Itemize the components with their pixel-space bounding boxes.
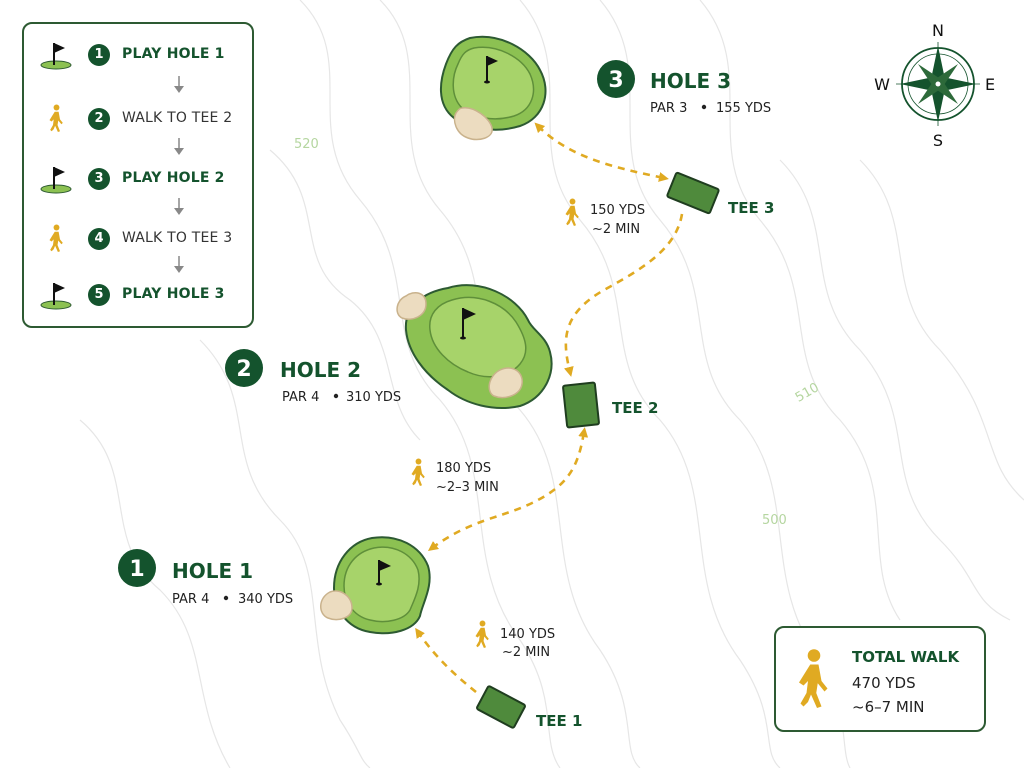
tee-1-box: [476, 685, 526, 729]
route-step-1: 1 PLAY HOLE 1: [24, 40, 254, 70]
chevron-down-icon: [174, 198, 184, 215]
step-number-badge: 5: [88, 284, 110, 306]
tee-2-box: [562, 381, 600, 429]
step-number-badge: 1: [88, 44, 110, 66]
compass-north: N: [932, 21, 944, 40]
walk-label-2: 180 YDS ~2–3 MIN: [411, 458, 499, 495]
path-tee1-to-hole1: [415, 627, 477, 694]
total-walk-panel: TOTAL WALK 470 YDS ~6–7 MIN: [774, 626, 986, 732]
chevron-down-icon: [174, 76, 184, 93]
contour-label-520: 520: [294, 137, 319, 152]
hole-3-par: PAR 3: [650, 101, 687, 116]
hole-3-putting-green: [452, 46, 535, 120]
flag-icon: [40, 283, 72, 310]
contour-line: [859, 159, 1024, 501]
compass-east: E: [985, 75, 995, 94]
step-label: WALK TO TEE 2: [122, 110, 233, 126]
walker-icon: [799, 649, 828, 708]
walk-label-3: 150 YDS ~2 MIN: [565, 198, 645, 237]
total-walk-time: ~6–7 MIN: [852, 698, 925, 716]
hole-2-yards: 310 YDS: [346, 390, 401, 405]
hole-2-flag-icon: [460, 308, 476, 340]
hole-1-yards: 340 YDS: [238, 592, 293, 607]
hole-1-badge: [118, 549, 156, 587]
hole-1-badge-number: 1: [129, 557, 144, 582]
hole-2-green-complex: [396, 284, 553, 410]
walk-label-1: 140 YDS ~2 MIN: [475, 620, 555, 660]
hole-3-badge: [597, 60, 635, 98]
hole-3-label: 3 HOLE 3 PAR 3 155 YDS: [597, 60, 771, 116]
hole-3-badge-number: 3: [608, 68, 623, 93]
step-label: WALK TO TEE 3: [122, 230, 233, 246]
tee-1-label: TEE 1: [536, 712, 582, 730]
walk-2-yards: 180 YDS: [436, 461, 491, 476]
hole-2-bunker-right: [488, 367, 523, 399]
walker-icon: [49, 224, 63, 252]
contour-line: [699, 0, 901, 621]
total-walk-title: TOTAL WALK: [852, 648, 960, 666]
hole-2-bunker-left: [396, 291, 427, 320]
chevron-down-icon: [174, 138, 184, 155]
contour-line: [269, 149, 421, 441]
route-step-2: 2 WALK TO TEE 2: [24, 104, 254, 134]
step-number-badge: 4: [88, 228, 110, 250]
path-tee3-to-hole3: [534, 122, 669, 182]
hole-1-title: HOLE 1: [172, 559, 253, 583]
walker-icon: [475, 620, 489, 648]
flag-icon: [40, 43, 72, 70]
hole-3-green-complex: [439, 35, 547, 141]
hole-1-bunker: [320, 590, 353, 621]
compass-south: S: [933, 131, 943, 150]
step-label: PLAY HOLE 1: [122, 46, 225, 62]
walk-2-time: ~2–3 MIN: [436, 480, 499, 495]
contour-line: [779, 159, 1011, 621]
route-steps-panel: 1 PLAY HOLE 1 2 WALK TO TEE 2 3 PLAY HOL…: [22, 22, 254, 328]
walk-1-yards: 140 YDS: [500, 627, 555, 642]
contour-line: [79, 419, 231, 768]
hole-2-title: HOLE 2: [280, 358, 361, 382]
contour-label-500: 500: [762, 513, 787, 528]
route-step-3: 3 PLAY HOLE 2: [24, 164, 254, 194]
walk-1-time: ~2 MIN: [502, 645, 550, 660]
hole-2-par: PAR 4: [282, 390, 319, 405]
path-hole1-to-tee2: [427, 427, 589, 551]
contour-label-510: 510: [793, 380, 822, 405]
hole-3-title: HOLE 3: [650, 69, 731, 93]
route-step-5: 5 PLAY HOLE 3: [24, 280, 254, 310]
step-number-badge: 2: [88, 108, 110, 130]
compass-rose: N S E W: [874, 21, 995, 150]
path-tee2-to-tee3: [563, 213, 684, 377]
hole-3-bunker: [453, 107, 493, 141]
route-step-4: 4 WALK TO TEE 3: [24, 224, 254, 254]
tee-2-label: TEE 2: [612, 399, 658, 417]
hole-1-flag-icon: [376, 560, 391, 586]
hole-2-badge: [225, 349, 263, 387]
contour-line: [299, 0, 561, 768]
contour-line: [199, 339, 371, 768]
walk-paths: [415, 122, 684, 694]
walker-icon: [411, 458, 425, 486]
hole-2-label: 2 HOLE 2 PAR 4 310 YDS: [225, 349, 401, 405]
hole-3-yards: 155 YDS: [716, 101, 771, 116]
tee-3-label: TEE 3: [728, 199, 774, 217]
hole-1-green-complex: [320, 536, 431, 635]
step-number-badge: 3: [88, 168, 110, 190]
tee-3-box: [666, 171, 720, 215]
step-label: PLAY HOLE 2: [122, 170, 225, 186]
hole-1-label: 1 HOLE 1 PAR 4 340 YDS: [118, 549, 293, 607]
total-walk-yards: 470 YDS: [852, 674, 916, 692]
chevron-down-icon: [174, 256, 184, 273]
flag-icon: [40, 167, 72, 194]
compass-west: W: [874, 75, 890, 94]
walk-3-time: ~2 MIN: [592, 222, 640, 237]
walk-3-yards: 150 YDS: [590, 203, 645, 218]
hole-1-par: PAR 4: [172, 592, 209, 607]
hole-2-badge-number: 2: [236, 357, 251, 382]
step-label: PLAY HOLE 3: [122, 286, 225, 302]
walker-icon: [49, 104, 63, 132]
hole-3-flag-icon: [484, 56, 498, 84]
